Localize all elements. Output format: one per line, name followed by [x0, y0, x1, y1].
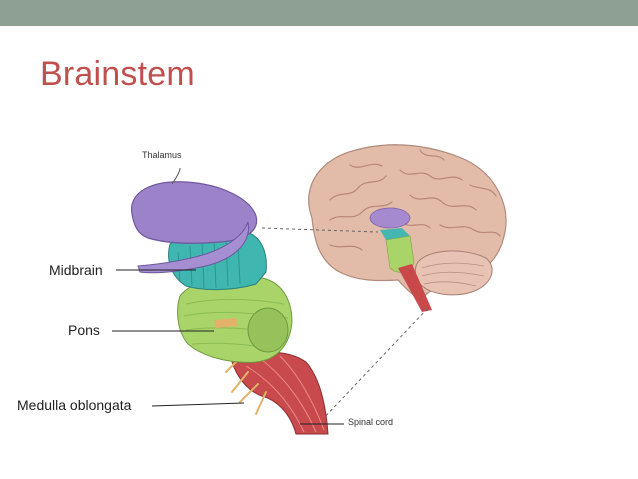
slide-title: Brainstem [40, 55, 195, 93]
pons-label: Pons [68, 322, 100, 338]
header-bar [0, 0, 638, 26]
brainstem-detail [131, 167, 329, 435]
whole-brain-image [308, 144, 507, 312]
midbrain-label: Midbrain [49, 262, 103, 278]
medulla-oblongata-label: Medulla oblongata [17, 397, 132, 413]
spinal-cord-label: Spinal cord [348, 417, 394, 427]
thalamus-label: Thalamus [142, 150, 182, 160]
